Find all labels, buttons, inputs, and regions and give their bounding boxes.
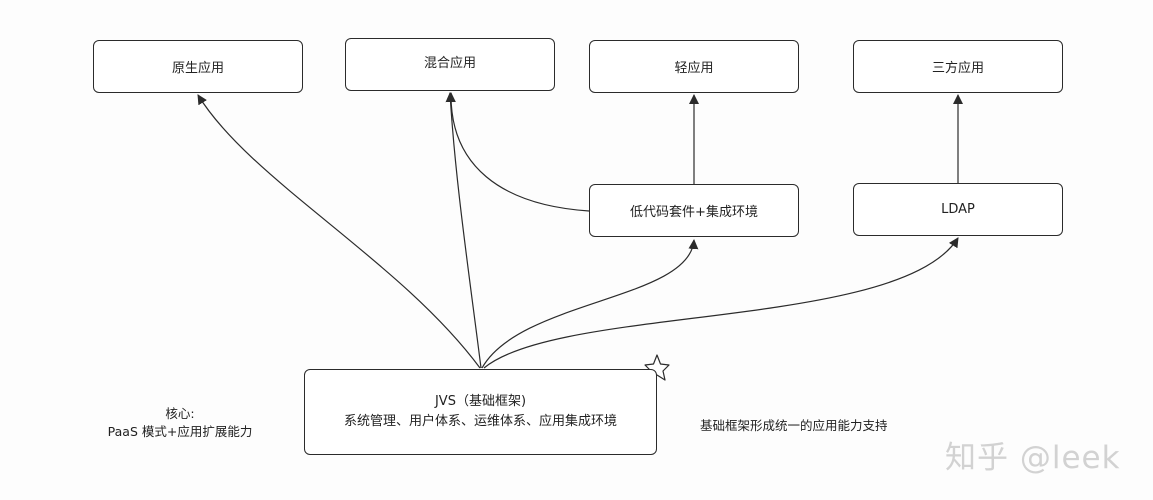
core-note-text: PaaS 模式+应用扩展能力 (107, 424, 253, 439)
node-hybrid-app: 混合应用 (345, 38, 555, 91)
node-third-party-app: 三方应用 (853, 40, 1063, 93)
edge-jvs-to-ldap (483, 237, 959, 369)
edge-lowcode-to-hybrid (445, 92, 590, 212)
node-lowcode-suite: 低代码套件+集成环境 (589, 184, 799, 237)
node-light-app: 轻应用 (589, 40, 799, 93)
jvs-subtitle: 系统管理、用户体系、运维体系、应用集成环境 (343, 414, 617, 429)
edge-jvs-to-native (197, 94, 481, 369)
unified-capability-note: 基础框架形成统一的应用能力支持 (700, 418, 888, 433)
zhihu-watermark: 知乎 @leek (945, 440, 1121, 476)
node-ldap: LDAP (853, 183, 1063, 236)
node-native-app: 原生应用 (93, 40, 303, 93)
edge-jvs-to-lowcode (481, 239, 699, 369)
jvs-title: JVS（基础框架) (434, 394, 527, 409)
core-note-label: 核心: (165, 406, 195, 421)
core-note: 核心: PaaS 模式+应用扩展能力 (100, 405, 260, 441)
edge-jvs-to-hybrid (445, 92, 482, 369)
node-jvs-framework: JVS（基础框架) 系统管理、用户体系、运维体系、应用集成环境 (304, 369, 657, 455)
